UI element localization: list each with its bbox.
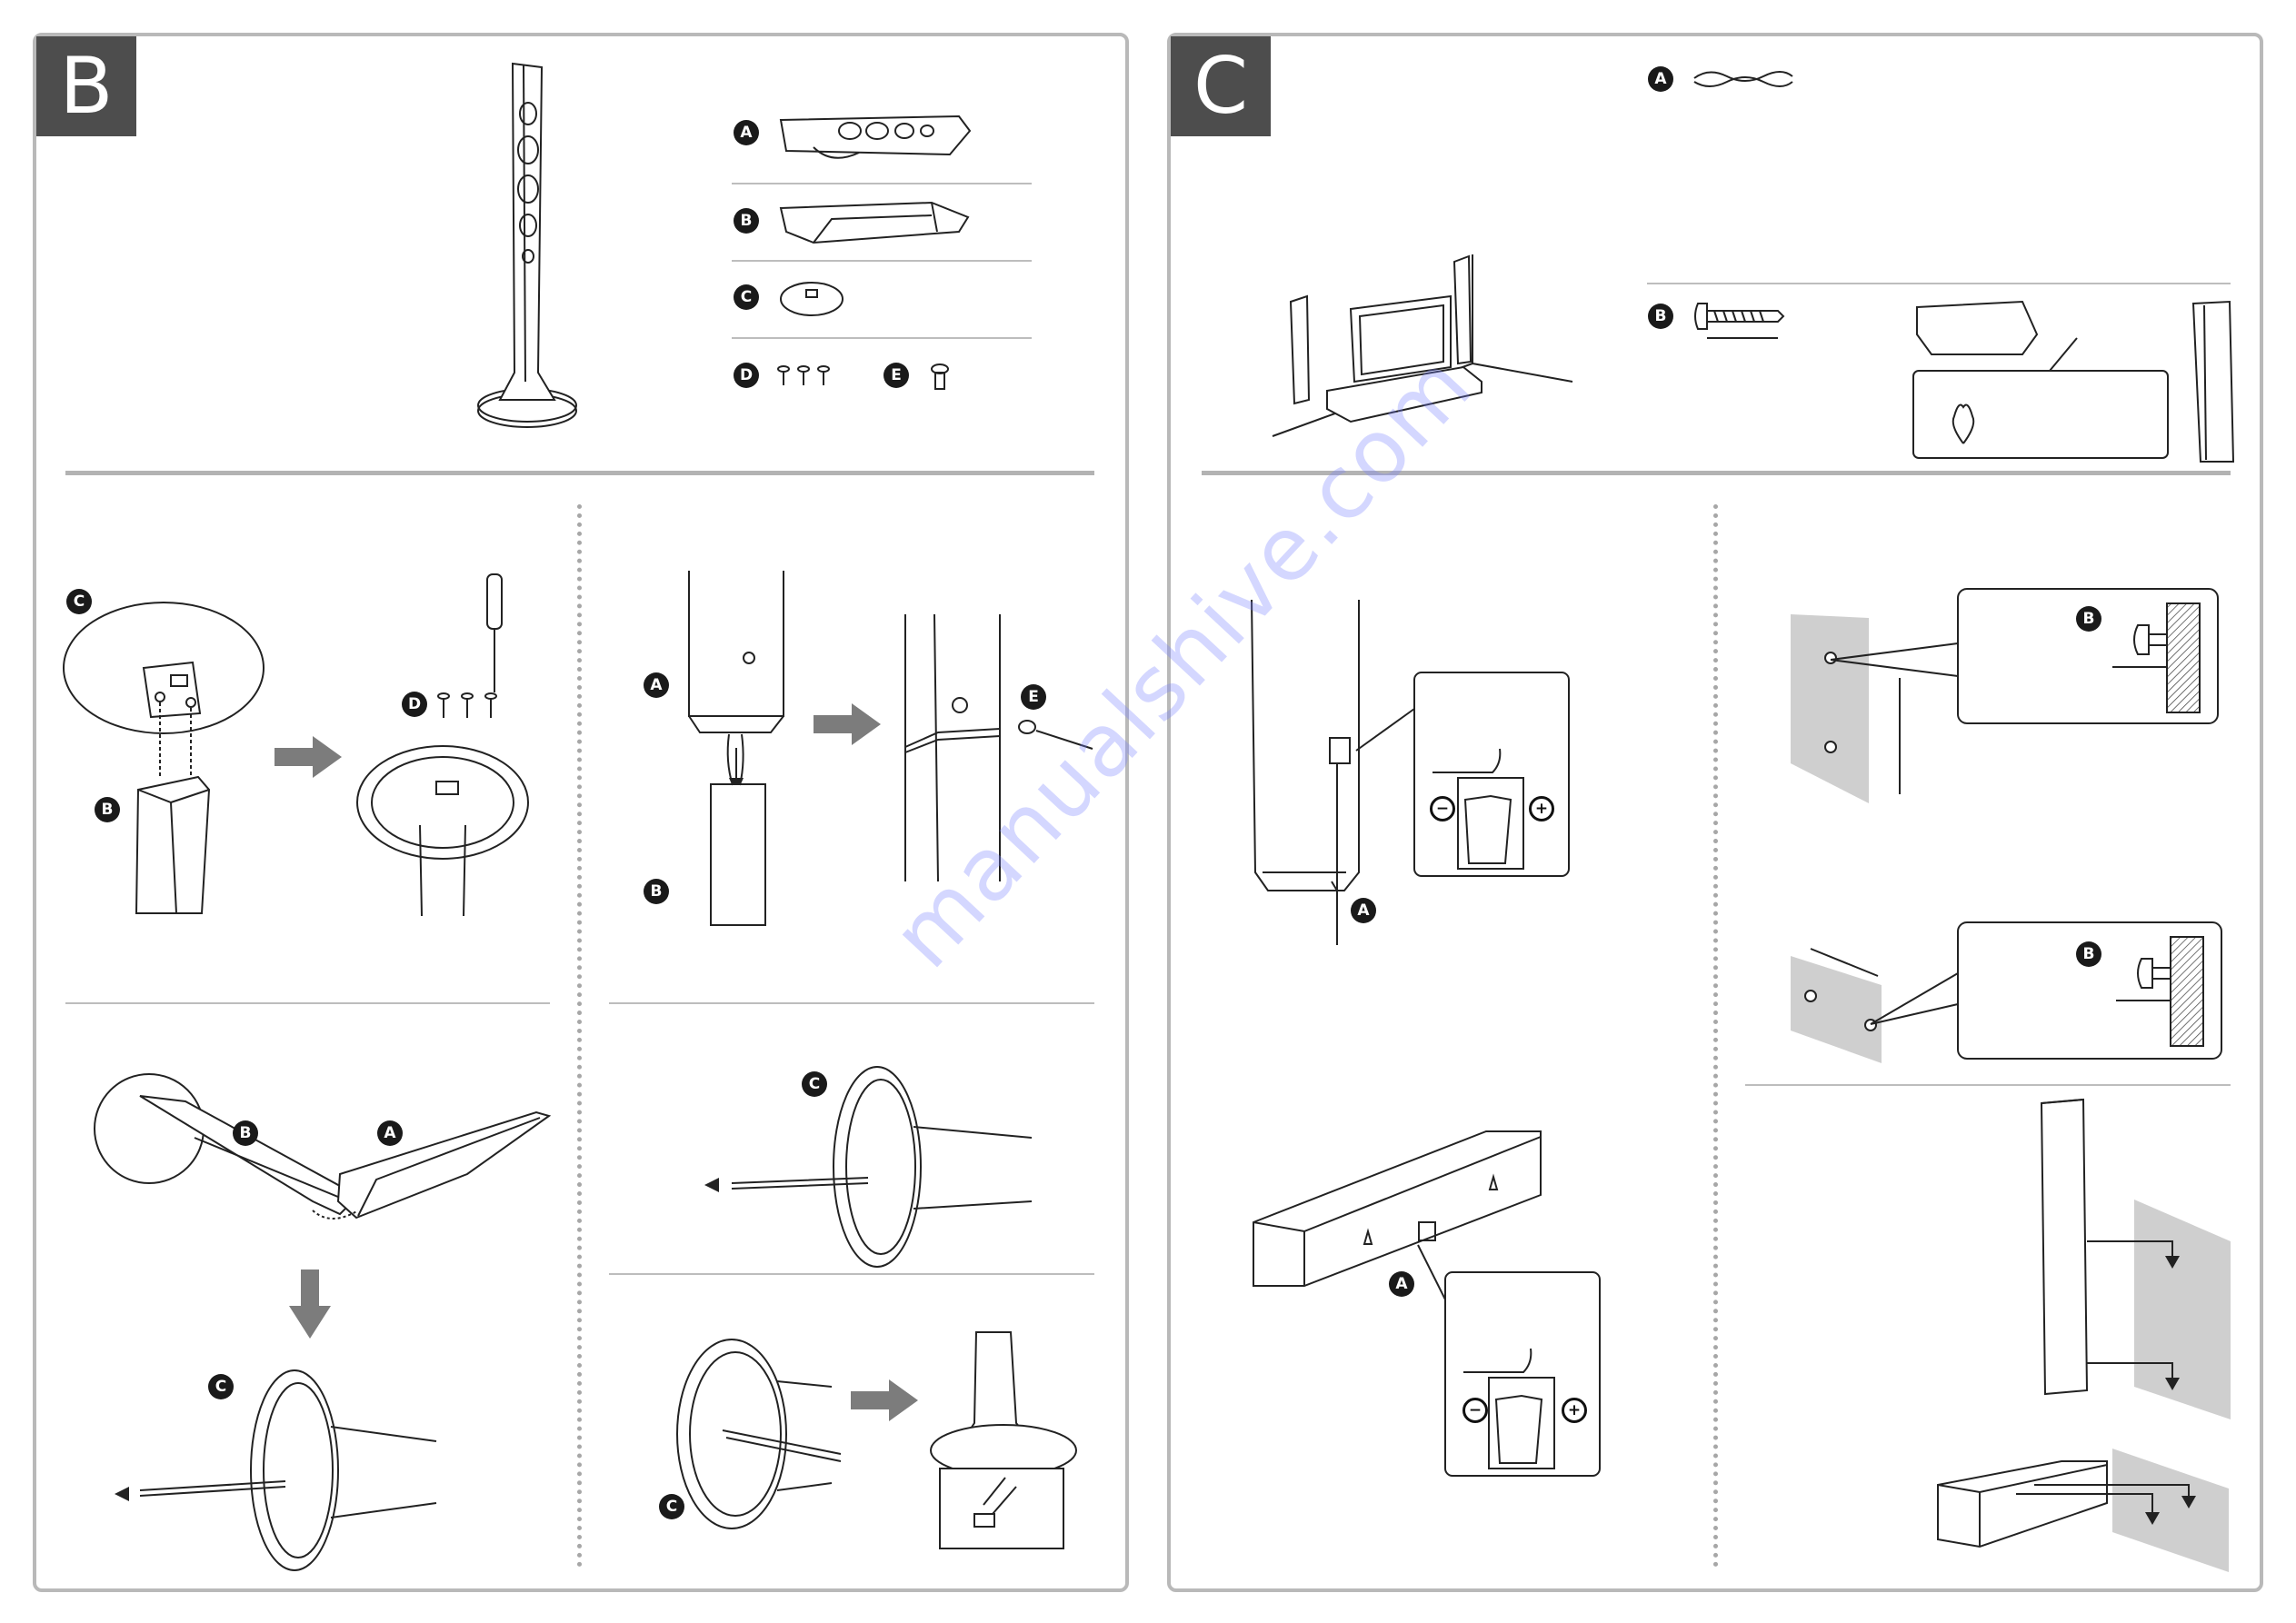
step1-screwdriver [486, 573, 503, 692]
part-b-speaker-bottom [779, 201, 970, 244]
part-b-badge: B [734, 208, 759, 234]
step5-assembled-speaker [930, 1331, 1077, 1549]
c-step3-part-a-badge: A [1389, 1271, 1414, 1297]
c-part-a-badge: A [1648, 66, 1673, 92]
section-letter-c: C [1171, 36, 1271, 136]
parts-divider [732, 183, 1032, 184]
step1-part-c-badge: C [66, 589, 92, 614]
room-scene-illustration [1272, 254, 1573, 437]
step4-part-c-badge: C [802, 1071, 827, 1097]
step1-part-d-badge: D [402, 692, 427, 717]
step5-base-wire [676, 1339, 842, 1529]
step2-part-b-badge: B [644, 879, 669, 904]
c-step3-center-speaker [1253, 1130, 1542, 1287]
c-section-divider [1202, 471, 2231, 475]
c-step1-minus-terminal: − [1430, 796, 1455, 821]
step-divider [65, 1002, 550, 1004]
c-step4-hang-tall-speaker [2040, 1098, 2231, 1419]
step5-part-c-badge: C [659, 1494, 684, 1519]
step3-down-arrow [289, 1270, 331, 1339]
parts-divider [732, 337, 1032, 339]
tall-speaker-illustration [477, 62, 577, 428]
c-step2-callout-vertical [1830, 588, 2219, 724]
section-letter-b: B [36, 36, 136, 136]
step3-part-b-badge: B [233, 1120, 258, 1146]
step2-part-a-badge: A [644, 672, 669, 698]
c-step-divider [1745, 1084, 2231, 1086]
step1-part-b-badge: B [95, 797, 120, 822]
c-step3-minus-terminal: − [1462, 1398, 1488, 1423]
step1-next-arrow [275, 736, 342, 778]
c-step2-callout-horizontal [1870, 921, 2222, 1060]
step3-part-c-badge: C [208, 1374, 234, 1399]
c-step1-part-a-badge: A [1351, 898, 1376, 923]
step3-cable-through-base [115, 1369, 437, 1571]
c-step3-terminal-callout [1417, 1244, 1601, 1477]
c-step3-plus-terminal: + [1562, 1398, 1587, 1423]
c-step1-speaker-back [1251, 599, 1360, 945]
step2-speaker-joining [688, 571, 784, 926]
step3-part-a-badge: A [377, 1120, 403, 1146]
part-d-badge: D [734, 363, 759, 388]
c-step1-plus-terminal: + [1529, 796, 1554, 821]
part-c-base-plate [780, 282, 844, 316]
c-column-divider [1713, 504, 1718, 1568]
step1-screws-falling [437, 692, 497, 718]
c-part-b-screw [1694, 303, 1785, 339]
step3-speaker-halves [94, 1073, 552, 1220]
column-divider [577, 504, 582, 1568]
step5-next-arrow [851, 1379, 918, 1421]
c-parts-divider [1647, 283, 2231, 284]
step4-cable-through-base [704, 1066, 1033, 1268]
part-a-badge: A [734, 120, 759, 145]
step2-next-arrow [814, 703, 881, 745]
c-step2-part-b-badge-2: B [2076, 941, 2101, 967]
step2-joined-speaker [904, 613, 1001, 882]
c-keyhole-detail [1912, 300, 2235, 463]
step2-part-e-badge: E [1021, 684, 1046, 710]
parts-divider [732, 260, 1032, 262]
c-step1-terminal-callout [1355, 672, 1570, 877]
step-divider [609, 1273, 1094, 1275]
part-e-bolt [931, 363, 949, 390]
c-step2-wall-horizontal [1791, 948, 1882, 1063]
step2-bolt-screwdriver [1018, 720, 1093, 750]
section-divider [65, 471, 1094, 475]
part-e-badge: E [883, 363, 909, 388]
part-d-screws [777, 365, 830, 385]
step1-assembled-base [356, 745, 529, 917]
c-step2-part-b-badge: B [2076, 606, 2101, 632]
c-part-b-badge: B [1648, 304, 1673, 329]
part-c-badge: C [734, 284, 759, 310]
c-step4-hang-center-speaker [1937, 1449, 2229, 1572]
step1-base-upside-down [63, 602, 265, 914]
c-part-a-cable [1693, 71, 1793, 87]
step-divider [609, 1002, 1094, 1004]
part-a-speaker-top [779, 115, 972, 159]
